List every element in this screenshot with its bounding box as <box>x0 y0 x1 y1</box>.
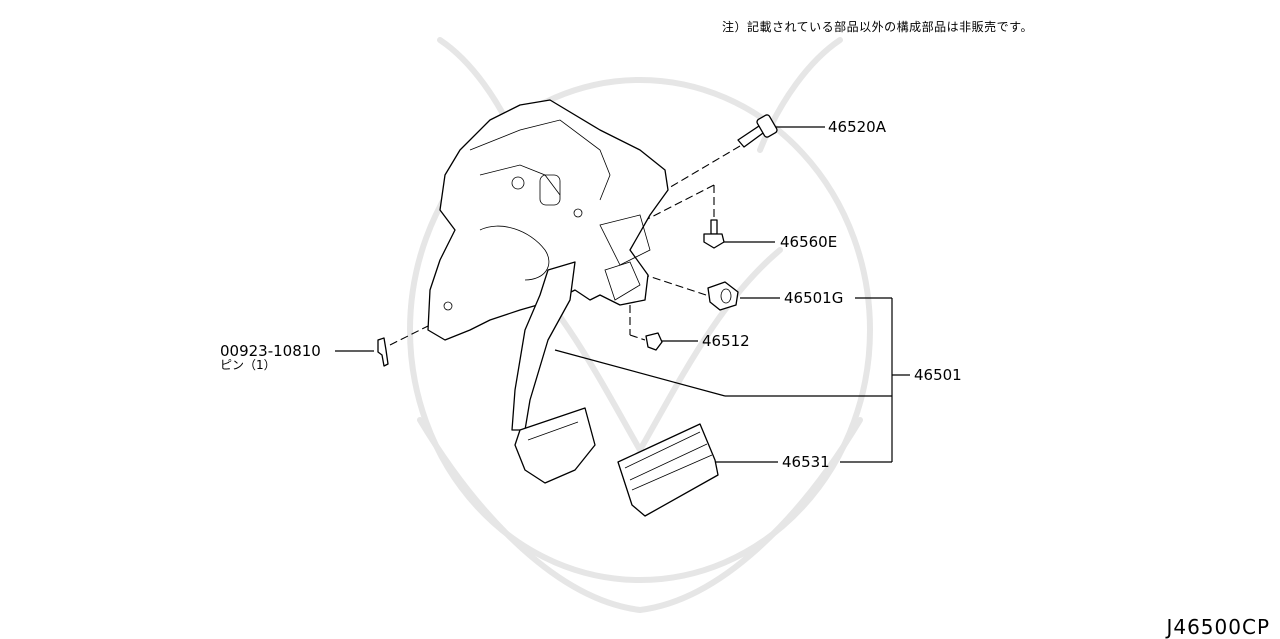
bolt-46560e <box>703 219 725 249</box>
callout-46520a: 46520A <box>828 118 886 136</box>
bushing-46501g <box>707 281 739 311</box>
diagram-id: J46500CP <box>1166 615 1270 639</box>
callout-46560e: 46560E <box>780 233 838 251</box>
pedal-bracket <box>427 99 669 341</box>
leader-lines <box>335 126 910 463</box>
pedal-pad <box>617 423 719 517</box>
callout-46501g: 46501G <box>784 289 844 307</box>
callout-46531: 46531 <box>782 453 830 471</box>
pedal-arm <box>511 261 596 484</box>
pin-00923-10810 <box>377 337 389 367</box>
stopper-46512 <box>645 332 663 351</box>
callout-46512: 46512 <box>702 332 750 350</box>
callout-00923-10810: 00923-10810 <box>220 342 321 360</box>
callout-46501: 46501 <box>914 366 962 384</box>
bolt-46520a <box>737 114 778 148</box>
note-text: 注）記載されている部品以外の構成部品は非販売です。 <box>722 20 1033 34</box>
callout-pin-sub: ピン（1） <box>220 358 276 372</box>
